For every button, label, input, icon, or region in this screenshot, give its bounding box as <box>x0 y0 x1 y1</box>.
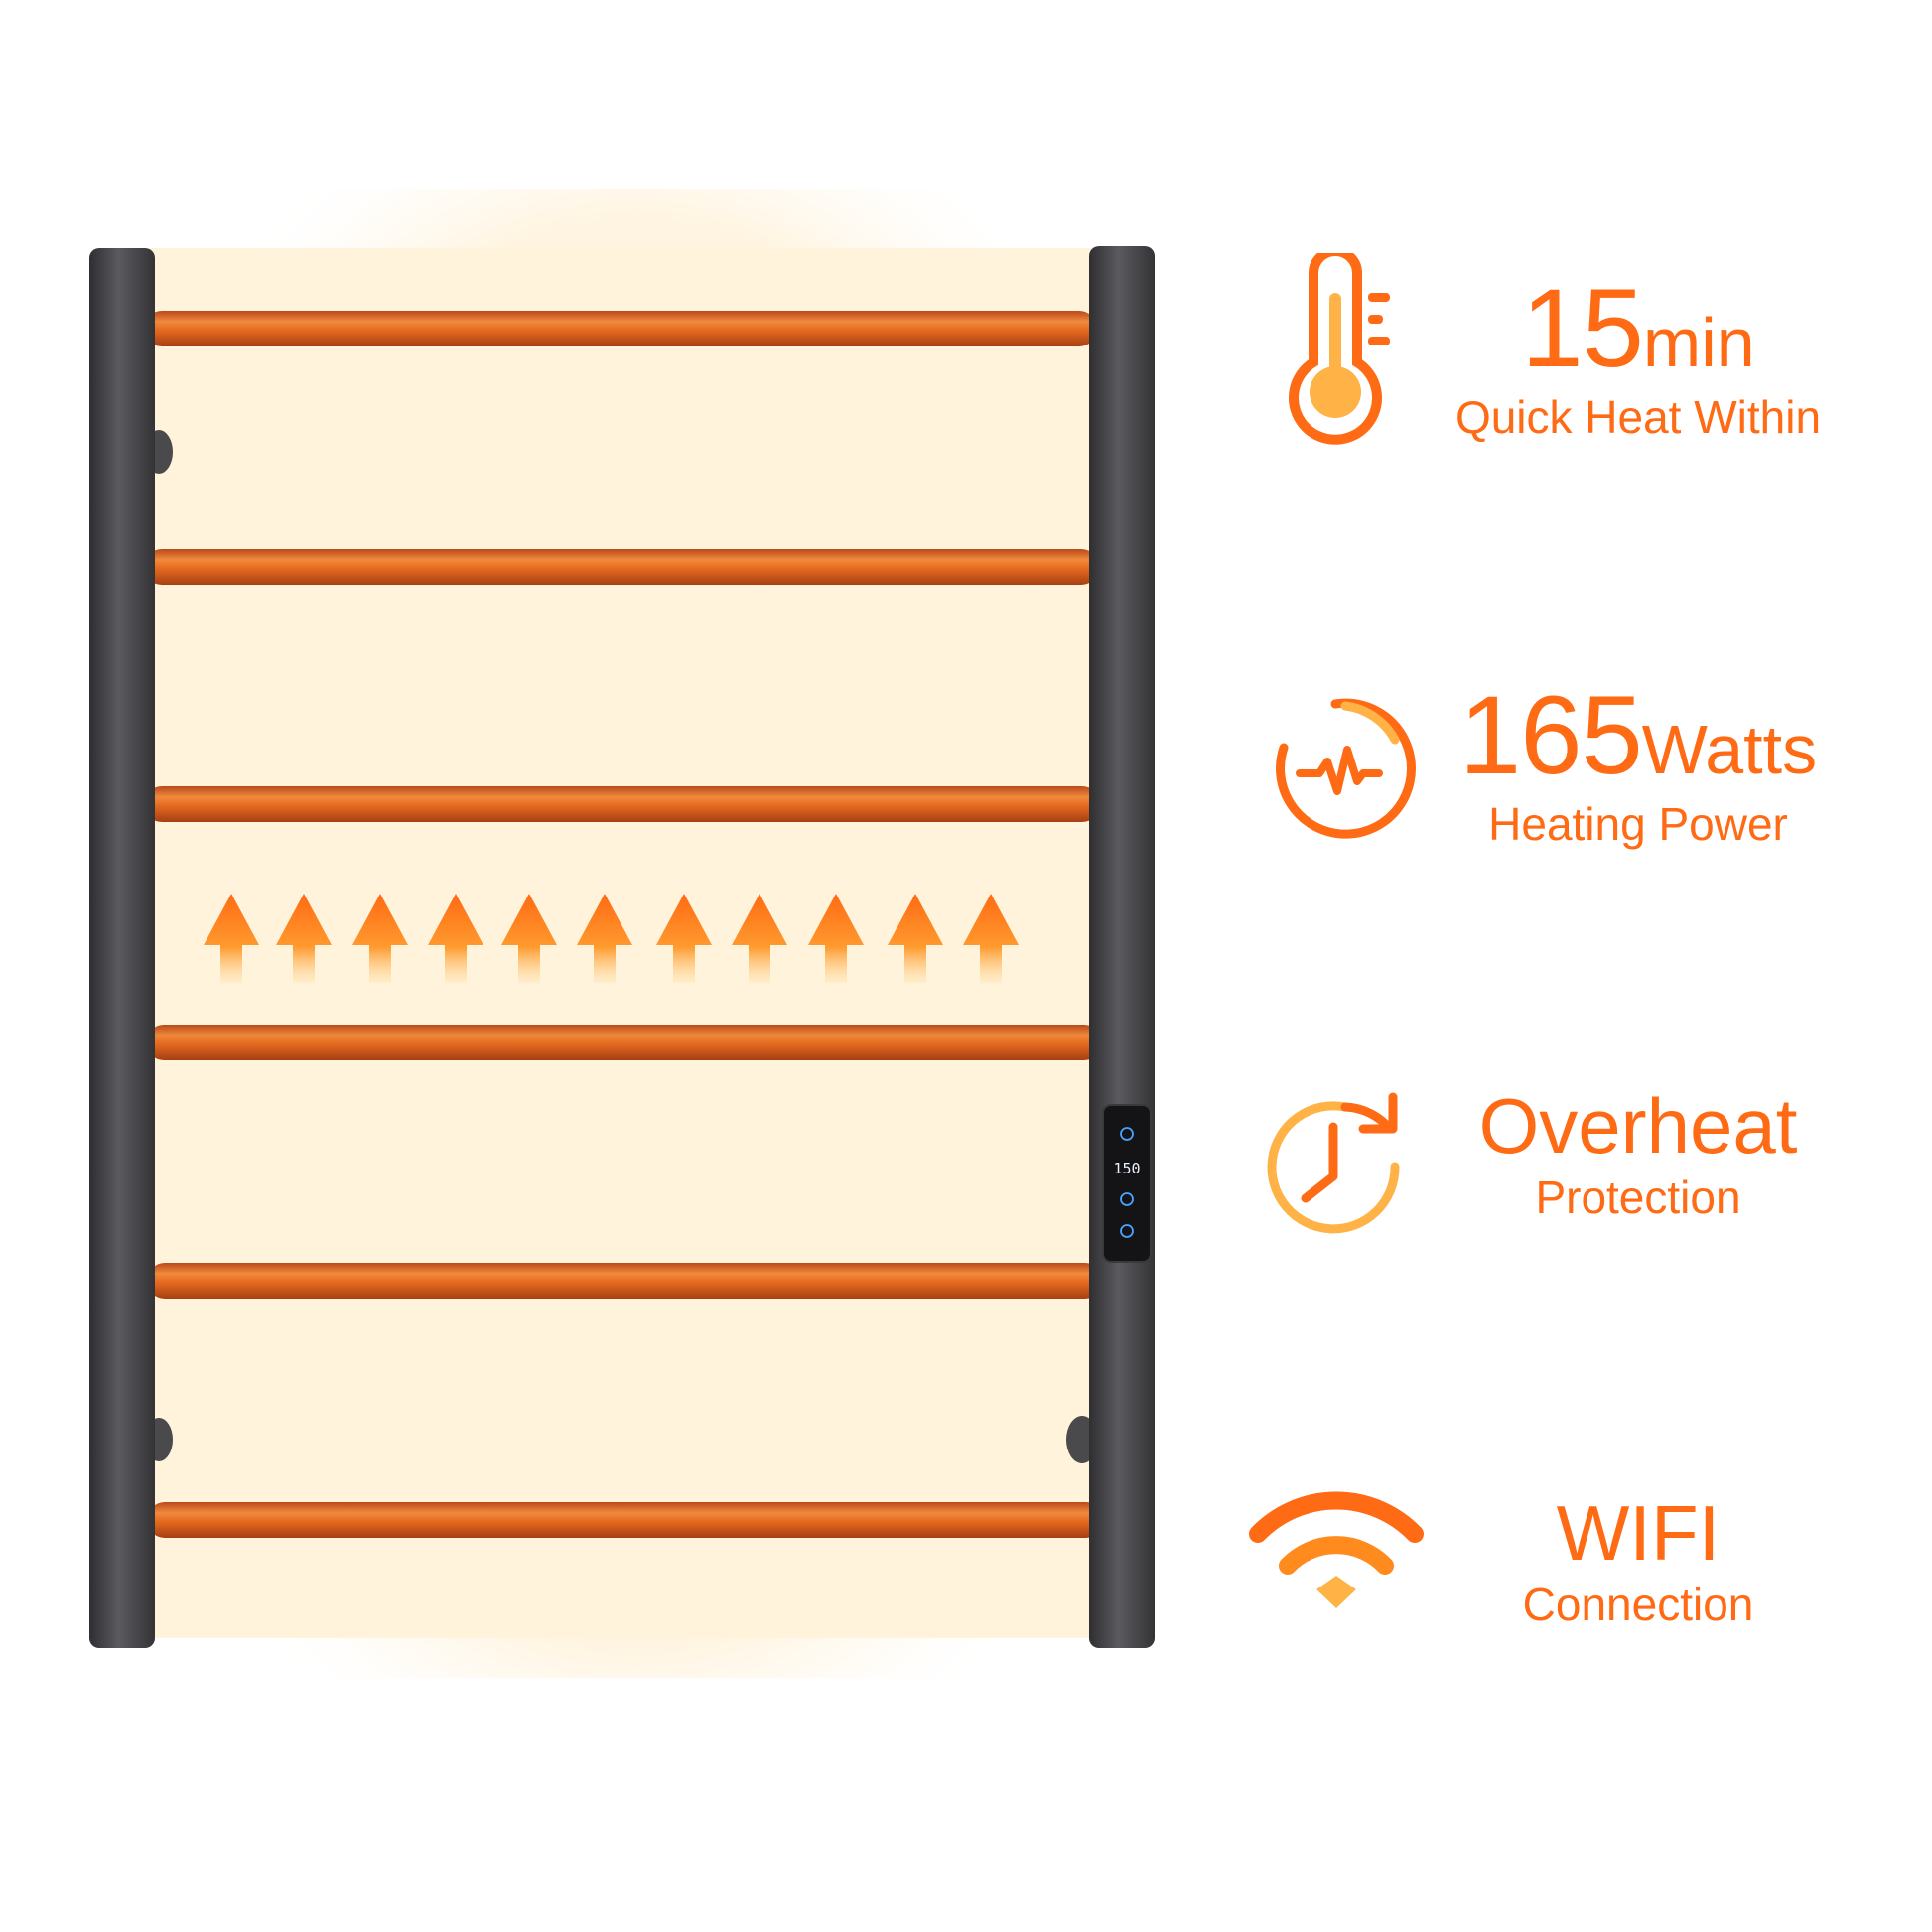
left-post <box>89 248 155 1648</box>
feature-label: Quick Heat Within <box>1454 391 1822 443</box>
feature-title: WIFI <box>1556 1489 1721 1577</box>
pulse-icon <box>1276 698 1417 839</box>
heating-bar <box>147 1502 1104 1538</box>
feature-quick-heat: 15min Quick Heat Within <box>1246 253 1881 452</box>
feature-label: Protection <box>1535 1172 1741 1223</box>
heat-arrow <box>276 894 332 983</box>
feature-value: 15 <box>1521 266 1644 390</box>
right-post <box>1089 246 1155 1648</box>
timer-icon <box>1120 1192 1134 1206</box>
heat-arrow <box>963 894 1019 983</box>
heating-bar <box>144 786 1100 822</box>
display-value: 150 <box>1113 1160 1140 1177</box>
heat-arrow <box>808 894 864 983</box>
heat-arrow <box>501 894 557 983</box>
feature-unit: Watts <box>1641 711 1818 788</box>
feature-unit: min <box>1642 304 1755 381</box>
wifi-icon <box>1249 1491 1424 1608</box>
heat-arrow <box>204 894 259 983</box>
feature-heating-power: 165Watts Heating Power <box>1246 670 1881 869</box>
heat-arrow <box>888 894 943 983</box>
feature-title: Overheat <box>1478 1082 1798 1170</box>
power-icon <box>1120 1127 1134 1141</box>
heating-bars <box>144 311 1104 1538</box>
feature-label: Heating Power <box>1488 798 1788 850</box>
temperature-icon <box>1120 1224 1134 1238</box>
heating-bar <box>144 311 1097 346</box>
control-panel: 150 <box>1102 1104 1152 1263</box>
feature-wifi: WIFI Connection <box>1246 1484 1881 1683</box>
heat-arrow <box>428 894 483 983</box>
feature-overheat-protection: Overheat Protection <box>1246 1067 1881 1266</box>
feature-label: Connection <box>1522 1579 1754 1630</box>
heating-bar <box>144 549 1099 585</box>
heat-arrow <box>656 894 712 983</box>
heat-arrow <box>577 894 632 983</box>
heat-arrows <box>204 894 1019 983</box>
heating-bar <box>147 1263 1103 1299</box>
heating-bar <box>146 1025 1102 1060</box>
clock-arrow-icon <box>1267 1092 1400 1234</box>
thermometer-icon <box>1289 253 1390 445</box>
heat-arrow <box>732 894 787 983</box>
feature-value: 165 <box>1458 673 1643 797</box>
heat-arrow <box>352 894 408 983</box>
